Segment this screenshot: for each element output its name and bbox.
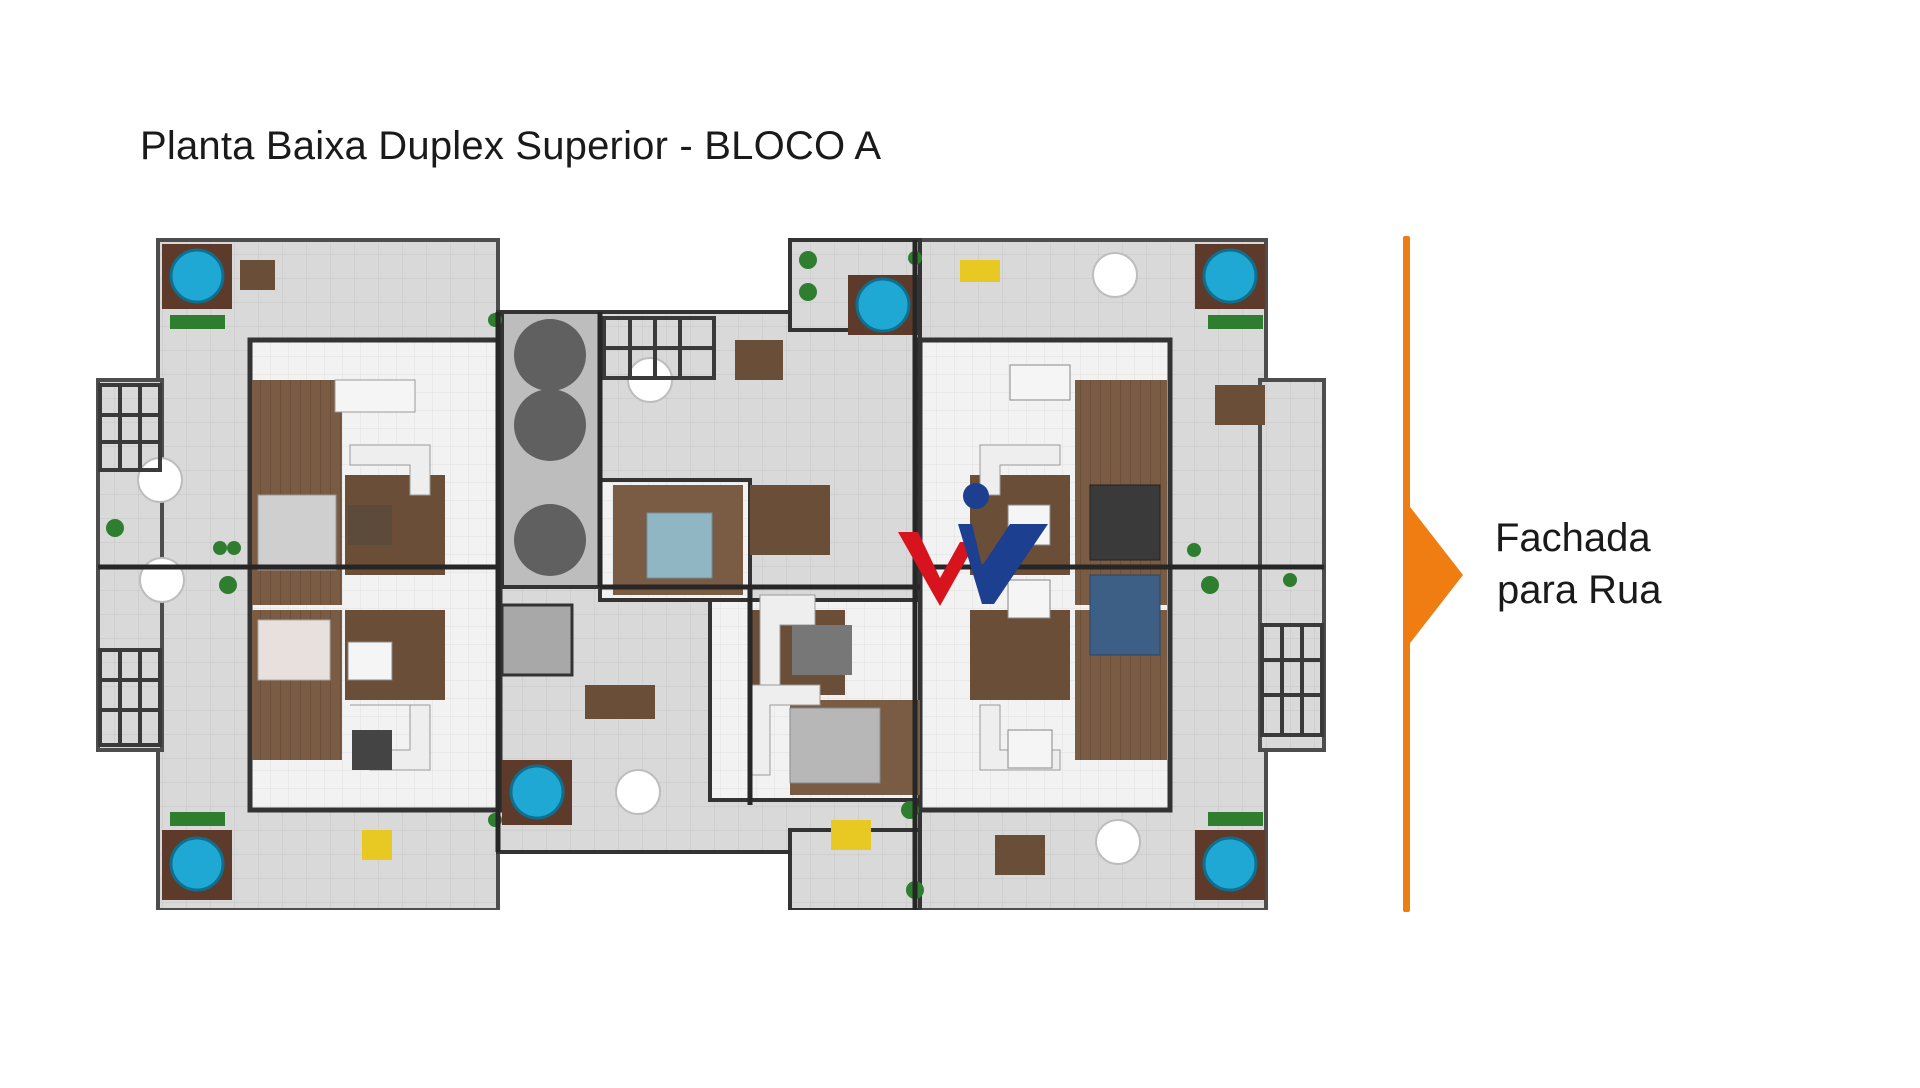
street-label-line1: Fachada xyxy=(1495,516,1651,560)
water-tanks xyxy=(500,310,602,677)
watermark-logo xyxy=(898,480,1048,610)
beds xyxy=(257,484,1161,784)
pergolas xyxy=(98,316,1324,747)
logo-blue-mark xyxy=(958,524,1048,604)
staircases xyxy=(349,444,1061,776)
street-indicator-line xyxy=(1403,236,1410,912)
tables xyxy=(240,260,1265,875)
street-arrow-icon xyxy=(1407,503,1463,647)
page-title: Planta Baixa Duplex Superior - BLOCO A xyxy=(140,124,882,168)
street-label: Fachada para Rua xyxy=(1495,512,1662,616)
logo-red-mark xyxy=(898,532,976,606)
logo-dot xyxy=(963,483,989,509)
pools xyxy=(162,244,1265,900)
floor-plan-diagram xyxy=(90,230,1340,910)
street-label-line2: para Rua xyxy=(1497,568,1662,612)
